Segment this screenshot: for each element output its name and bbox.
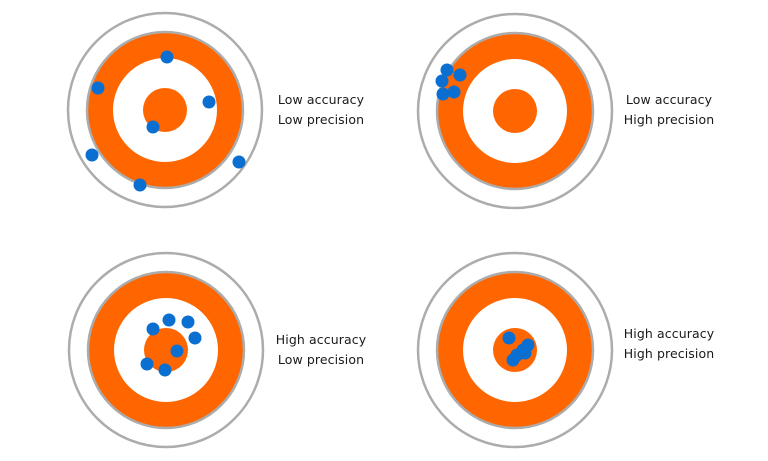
- hit-dot: [518, 346, 532, 360]
- hit-dot: [188, 331, 202, 345]
- label-bottom-left: High accuracy Low precision: [251, 330, 391, 370]
- hit-dot: [160, 50, 174, 64]
- hit-dot: [502, 331, 516, 345]
- hit-dot: [146, 120, 160, 134]
- label-top-left: Low accuracy Low precision: [251, 90, 391, 130]
- accuracy-text: High accuracy: [275, 332, 367, 347]
- hit-dot: [181, 315, 195, 329]
- label-bottom-right: High accuracy High precision: [599, 324, 739, 364]
- hit-dot: [170, 344, 184, 358]
- bullseye: [144, 328, 188, 372]
- bullseye: [493, 89, 537, 133]
- hit-dot: [91, 81, 105, 95]
- precision-text: High precision: [623, 346, 715, 361]
- accuracy-text: Low accuracy: [277, 92, 365, 107]
- hit-dot: [440, 63, 454, 77]
- target-high-accuracy-high-precision: [416, 251, 614, 449]
- hit-dot: [85, 148, 99, 162]
- hit-dot: [506, 353, 520, 367]
- hit-dot: [133, 178, 147, 192]
- hit-dot: [162, 313, 176, 327]
- label-top-right: Low accuracy High precision: [599, 90, 739, 130]
- hit-dot: [202, 95, 216, 109]
- precision-text: Low precision: [277, 112, 365, 127]
- hit-dot: [146, 322, 160, 336]
- accuracy-text: Low accuracy: [625, 92, 713, 107]
- hit-dot: [232, 155, 246, 169]
- accuracy-text: High accuracy: [623, 326, 715, 341]
- target-low-accuracy-high-precision: [416, 12, 614, 210]
- target-high-accuracy-low-precision: [67, 251, 265, 449]
- hit-dot: [447, 85, 461, 99]
- hit-dot: [435, 74, 449, 88]
- precision-text: High precision: [623, 112, 715, 127]
- target-low-accuracy-low-precision: [66, 11, 264, 209]
- hit-dot: [436, 87, 450, 101]
- hit-dot: [453, 68, 467, 82]
- precision-text: Low precision: [277, 352, 365, 367]
- hit-dot: [158, 363, 172, 377]
- hit-dot: [140, 357, 154, 371]
